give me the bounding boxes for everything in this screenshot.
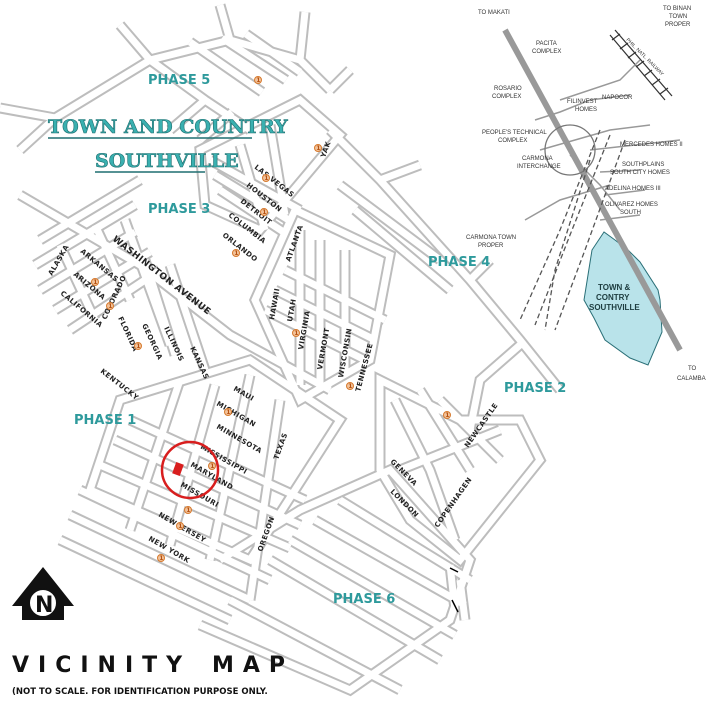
pacita-label-1: PACITA (536, 41, 557, 47)
railway-line (609, 29, 673, 101)
phase-1-label: PHASE 1 (74, 413, 136, 428)
inset-roads (524, 59, 681, 221)
svg-text:1: 1 (108, 303, 112, 310)
phase-labels: PHASE 5 PHASE 3 PHASE 4 PHASE 1 PHASE 2 … (74, 73, 566, 607)
marker: 1 (157, 554, 165, 562)
road-network-fill (0, 4, 563, 694)
rosario-label-2: COMPLEX (492, 94, 521, 100)
marker: 1 (134, 342, 142, 350)
phase-5-label: PHASE 5 (148, 73, 210, 88)
marker: 1 (184, 506, 192, 514)
svg-text:1: 1 (445, 412, 449, 419)
map-word: MAP (212, 653, 294, 678)
peoples-technical-label-1: PEOPLE'S TECHNICAL (482, 130, 547, 136)
carmona-town-label-1: CARMONA TOWN (466, 235, 516, 241)
to-binan-label-2: TOWN (669, 14, 687, 20)
marker: 1 (254, 76, 262, 84)
marker: 1 (91, 278, 99, 286)
marker: 1 (232, 249, 240, 257)
svg-text:1: 1 (186, 507, 190, 514)
marker: 1 (314, 144, 322, 152)
development-title: TOWN AND COUNTRY SOUTHVILLE (48, 116, 288, 173)
svg-text:1: 1 (256, 77, 260, 84)
svg-text:1: 1 (262, 209, 266, 216)
svg-text:1: 1 (294, 330, 298, 337)
svg-text:1: 1 (234, 250, 238, 257)
phase-4-label: PHASE 4 (428, 255, 490, 270)
highlight-circle (160, 440, 220, 500)
svg-text:1: 1 (316, 145, 320, 152)
southplains-label-1: SOUTHPLAINS (622, 162, 664, 168)
pacita-label-2: COMPLEX (532, 49, 561, 55)
peoples-technical-label-2: COMPLEX (498, 138, 527, 144)
svg-text:1: 1 (93, 279, 97, 286)
carmona-interchange-label-1: CARMONA (522, 156, 553, 162)
svg-text:1: 1 (159, 555, 163, 562)
street-utah: UTAH (286, 298, 298, 322)
marker: 1 (262, 174, 270, 182)
title-line-1: TOWN AND COUNTRY (48, 116, 288, 138)
marker: 1 (208, 462, 216, 470)
adelina-homes-label: ADELINA HOMES III (605, 186, 661, 192)
to-calamba-label-2: CALAMBA (677, 376, 706, 382)
to-makati-label: TO MAKATI (478, 10, 510, 16)
north-letter: N (35, 593, 53, 618)
mercedes-homes-label: MERCEDES HOMES II (620, 142, 683, 148)
svg-text:1: 1 (348, 383, 352, 390)
north-arrow-icon: N (12, 567, 74, 620)
scale-note: (NOT TO SCALE. FOR IDENTIFICATION PURPOS… (12, 687, 268, 697)
svg-text:1: 1 (226, 409, 230, 416)
marker: 1 (176, 522, 184, 530)
olivarez-homes-label-1: OLIVAREZ HOMES (605, 202, 658, 208)
napocor-label: NAPOCOR (602, 95, 633, 101)
olivarez-homes-label-2: SOUTH (620, 210, 641, 216)
highlighted-location (160, 440, 220, 500)
marker: 1 (443, 411, 451, 419)
railway-label: PHIL. NATL. RAILWAY (625, 37, 666, 78)
filinvest-label-2: HOMES (575, 107, 597, 113)
carmona-interchange-ring (544, 124, 596, 176)
title-line-2: SOUTHVILLE (95, 150, 239, 172)
highlight-lot (172, 461, 184, 477)
carmona-town-label-2: PROPER (478, 243, 504, 249)
site-label-1: TOWN & (598, 283, 631, 292)
vicinity-word: VICINITY (12, 653, 191, 678)
carmona-interchange-label-2: INTERCHANGE (517, 164, 561, 170)
numbered-markers: 1 1 1 1 1 1 1 1 1 1 1 1 1 1 1 1 (91, 76, 451, 562)
marker: 1 (346, 382, 354, 390)
inset-dashed-roads (519, 129, 626, 331)
site-area (583, 231, 663, 366)
svg-text:1: 1 (136, 343, 140, 350)
filinvest-label-1: FILINVEST (567, 99, 598, 105)
rosario-label-1: ROSARIO (494, 86, 522, 92)
southplains-label-2: SOUTH CITY HOMES (610, 170, 670, 176)
marker: 1 (292, 329, 300, 337)
marker: 1 (260, 208, 268, 216)
site-label-3: SOUTHVILLE (589, 303, 640, 312)
marker: 1 (224, 408, 232, 416)
svg-text:1: 1 (178, 523, 182, 530)
to-binan-label-3: PROPER (665, 22, 691, 28)
site-label-2: CONTRY (596, 293, 630, 302)
to-calamba-label-1: TO (688, 366, 697, 372)
to-binan-label-1: TO BINAN (663, 6, 691, 12)
phase-6-label: PHASE 6 (333, 592, 395, 607)
phase-3-label: PHASE 3 (148, 202, 210, 217)
marker: 1 (106, 302, 114, 310)
svg-text:1: 1 (264, 175, 268, 182)
road-end-marks (449, 567, 459, 613)
svg-text:1: 1 (210, 463, 214, 470)
map-title: VICINITY MAP (NOT TO SCALE. FOR IDENTIFI… (12, 653, 294, 697)
phase-2-label: PHASE 2 (504, 381, 566, 396)
